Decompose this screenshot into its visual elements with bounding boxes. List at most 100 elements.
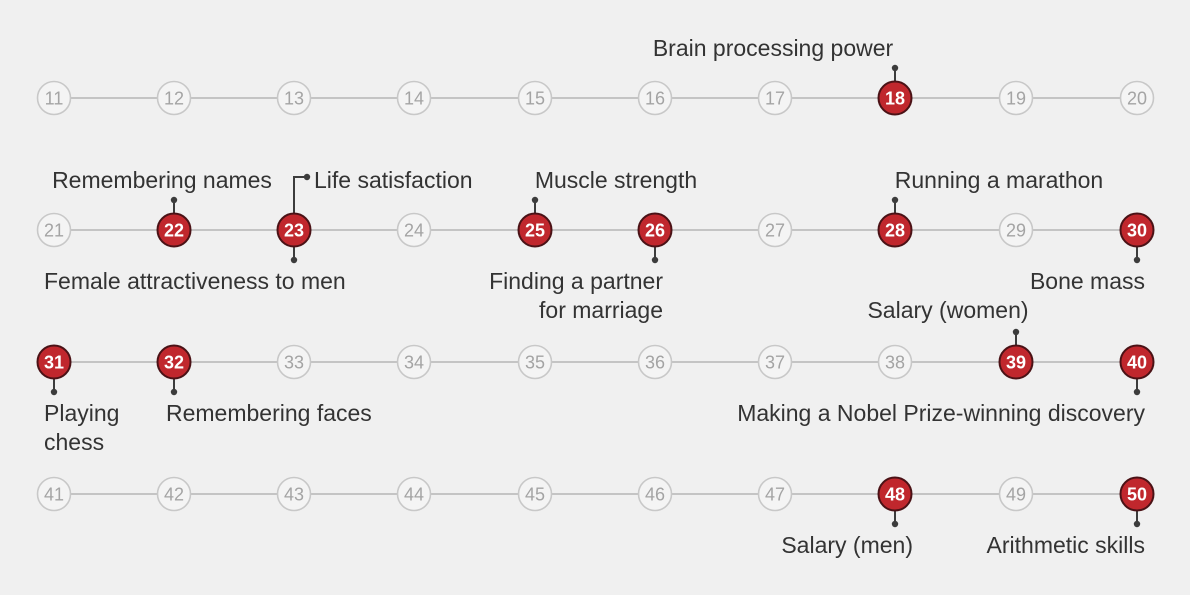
age-circle: [757, 80, 793, 116]
peak-annotation-label: Bone mass: [1030, 268, 1145, 294]
connector-dot: [1133, 256, 1141, 264]
age-circle: [36, 212, 72, 248]
connector-dot: [290, 256, 298, 264]
age-number: 44: [404, 485, 424, 505]
age-number: 21: [44, 221, 64, 241]
peak-annotation-label: for marriage: [539, 297, 663, 323]
age-number: 39: [1006, 353, 1026, 373]
age-marker-peak: 50: [1119, 476, 1155, 512]
age-circle: [998, 212, 1034, 248]
age-marker-peak: 26: [637, 212, 673, 248]
age-circle: [156, 212, 192, 248]
age-circle: [156, 80, 192, 116]
age-marker-peak: 22: [156, 212, 192, 248]
age-number: 37: [765, 353, 785, 373]
age-number: 40: [1127, 353, 1147, 373]
age-circle: [757, 344, 793, 380]
peak-annotation-label: Life satisfaction: [314, 167, 473, 193]
age-number: 43: [284, 485, 304, 505]
age-number: 20: [1127, 89, 1147, 109]
age-number: 26: [645, 221, 665, 241]
age-marker: 46: [637, 476, 673, 512]
age-number: 23: [284, 221, 304, 241]
peak-annotation-label: Playing: [44, 400, 119, 426]
age-number: 49: [1006, 485, 1026, 505]
age-marker: 49: [998, 476, 1034, 512]
age-marker-peak: 48: [877, 476, 913, 512]
age-marker: 44: [396, 476, 432, 512]
age-number: 45: [525, 485, 545, 505]
age-number: 22: [164, 221, 184, 241]
connector-dot: [303, 173, 311, 181]
age-circle: [637, 212, 673, 248]
age-circle: [1119, 212, 1155, 248]
age-circle: [637, 344, 673, 380]
age-marker: 41: [36, 476, 72, 512]
age-number: 47: [765, 485, 785, 505]
age-circle: [757, 212, 793, 248]
connector-dot: [891, 64, 899, 72]
age-marker: 33: [276, 344, 312, 380]
connector-dot: [651, 256, 659, 264]
peak-annotation-label: Finding a partner: [489, 268, 663, 294]
age-marker: 24: [396, 212, 432, 248]
age-circle: [396, 344, 432, 380]
age-number: 19: [1006, 89, 1026, 109]
age-circle: [36, 476, 72, 512]
age-marker-peak: 31: [36, 344, 72, 380]
age-marker: 35: [517, 344, 553, 380]
age-circle: [877, 476, 913, 512]
age-number: 25: [525, 221, 545, 241]
age-circle: [877, 80, 913, 116]
age-circle: [517, 476, 553, 512]
age-circle: [877, 344, 913, 380]
age-circle: [517, 212, 553, 248]
peak-annotation-label: Making a Nobel Prize-winning discovery: [737, 400, 1145, 426]
age-marker: 14: [396, 80, 432, 116]
age-marker: 38: [877, 344, 913, 380]
age-marker-peak: 28: [877, 212, 913, 248]
age-circle: [276, 212, 312, 248]
age-marker: 27: [757, 212, 793, 248]
age-number: 31: [44, 353, 64, 373]
connector-dot: [1133, 388, 1141, 396]
age-marker: 29: [998, 212, 1034, 248]
age-marker: 43: [276, 476, 312, 512]
peak-annotation-label: Remembering faces: [166, 400, 372, 426]
age-circle: [36, 80, 72, 116]
age-number: 28: [885, 221, 905, 241]
peak-annotation-label: chess: [44, 429, 104, 455]
age-marker-peak: 23: [276, 212, 312, 248]
age-number: 38: [885, 353, 905, 373]
connector-dot: [1012, 328, 1020, 336]
age-circle: [1119, 80, 1155, 116]
age-number: 29: [1006, 221, 1026, 241]
age-number: 34: [404, 353, 424, 373]
age-number: 50: [1127, 485, 1147, 505]
age-circle: [998, 80, 1034, 116]
age-circle: [517, 344, 553, 380]
age-number: 18: [885, 89, 905, 109]
peak-annotation-label: Salary (women): [867, 297, 1028, 323]
age-number: 13: [284, 89, 304, 109]
age-marker: 47: [757, 476, 793, 512]
age-marker: 21: [36, 212, 72, 248]
age-circle: [517, 80, 553, 116]
age-marker: 34: [396, 344, 432, 380]
connector-dot: [170, 196, 178, 204]
age-circle: [1119, 476, 1155, 512]
age-marker: 19: [998, 80, 1034, 116]
peak-annotation-label: Brain processing power: [653, 35, 894, 61]
age-number: 32: [164, 353, 184, 373]
age-number: 15: [525, 89, 545, 109]
age-marker: 45: [517, 476, 553, 512]
connector-dot: [50, 388, 58, 396]
age-number: 11: [45, 89, 64, 109]
peak-annotation-label: Female attractiveness to men: [44, 268, 346, 294]
age-circle: [396, 80, 432, 116]
age-number: 17: [765, 89, 785, 109]
age-marker-peak: 30: [1119, 212, 1155, 248]
age-number: 46: [645, 485, 665, 505]
connector-dot: [1133, 520, 1141, 528]
